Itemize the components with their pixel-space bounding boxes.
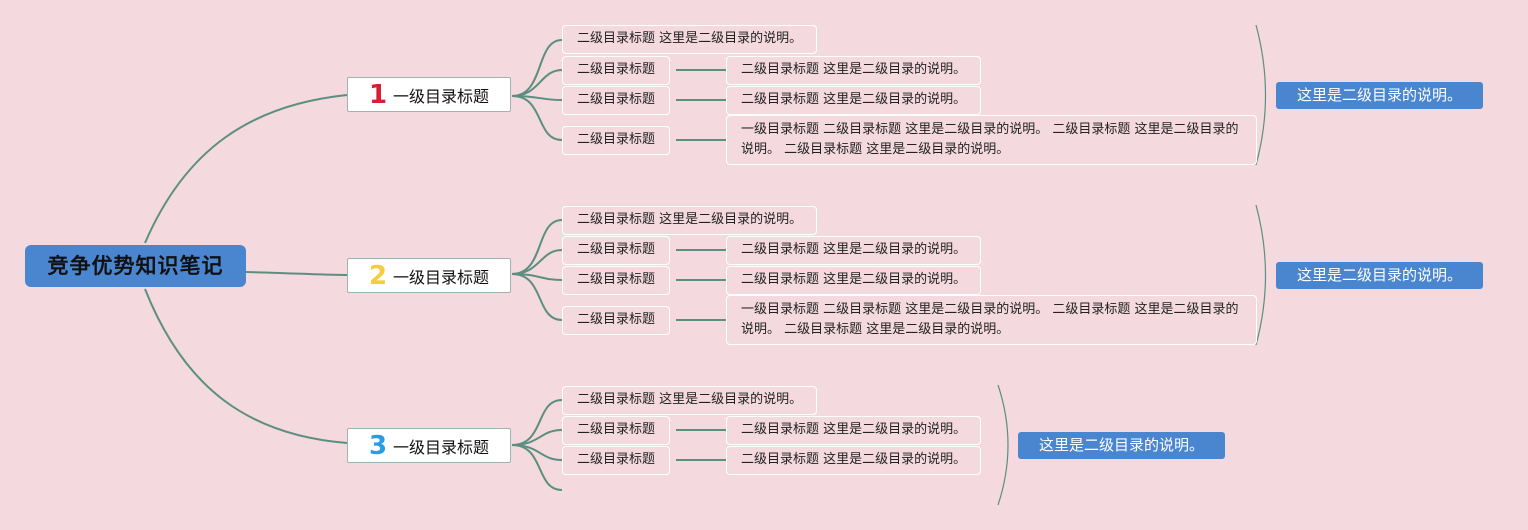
branch-3-title: 一级目录标题 [393,437,490,457]
branch-3-topic[interactable]: 3 一级目录标题 [347,428,511,463]
branch-2-subtopic-3[interactable]: 二级目录标题 [562,266,671,295]
branch-1-summary[interactable]: 这里是二级目录的说明。 [1276,82,1483,109]
branch-1-detail-4[interactable]: 一级目录标题 二级目录标题 这里是二级目录的说明。 二级目录标题 这里是二级目录… [726,115,1257,165]
branch-2-detail-4[interactable]: 一级目录标题 二级目录标题 这里是二级目录的说明。 二级目录标题 这里是二级目录… [726,295,1257,345]
branch-3-subtopic-1[interactable]: 二级目录标题 这里是二级目录的说明。 [562,386,818,415]
branch-1-detail-2[interactable]: 二级目录标题 这里是二级目录的说明。 [726,56,982,85]
branch-2-detail-2[interactable]: 二级目录标题 这里是二级目录的说明。 [726,236,982,265]
branch-2-subtopic-1[interactable]: 二级目录标题 这里是二级目录的说明。 [562,206,818,235]
branch-1-subtopic-1[interactable]: 二级目录标题 这里是二级目录的说明。 [562,25,818,54]
branch-1-title: 一级目录标题 [393,86,490,106]
number-2-icon: 2 [368,260,388,291]
branch-2-topic[interactable]: 2 一级目录标题 [347,258,511,293]
branch-1-topic[interactable]: 1 一级目录标题 [347,77,511,112]
branch-1-subtopic-2[interactable]: 二级目录标题 [562,56,671,85]
number-3-icon: 3 [368,430,388,461]
branch-2-detail-3[interactable]: 二级目录标题 这里是二级目录的说明。 [726,266,982,295]
number-1-icon: 1 [368,79,388,110]
central-topic[interactable]: 竞争优势知识笔记 [25,245,246,287]
branch-3-detail-3[interactable]: 二级目录标题 这里是二级目录的说明。 [726,446,982,475]
branch-3-summary[interactable]: 这里是二级目录的说明。 [1018,432,1225,459]
branch-1-subtopic-4[interactable]: 二级目录标题 [562,126,671,155]
branch-2-subtopic-2[interactable]: 二级目录标题 [562,236,671,265]
branch-3-subtopic-2[interactable]: 二级目录标题 [562,416,671,445]
branch-2-summary[interactable]: 这里是二级目录的说明。 [1276,262,1483,289]
branch-1-subtopic-3[interactable]: 二级目录标题 [562,86,671,115]
branch-3-detail-2[interactable]: 二级目录标题 这里是二级目录的说明。 [726,416,982,445]
branch-3-subtopic-3[interactable]: 二级目录标题 [562,446,671,475]
branch-2-title: 一级目录标题 [393,267,490,287]
branch-2-subtopic-4[interactable]: 二级目录标题 [562,306,671,335]
branch-1-detail-3[interactable]: 二级目录标题 这里是二级目录的说明。 [726,86,982,115]
